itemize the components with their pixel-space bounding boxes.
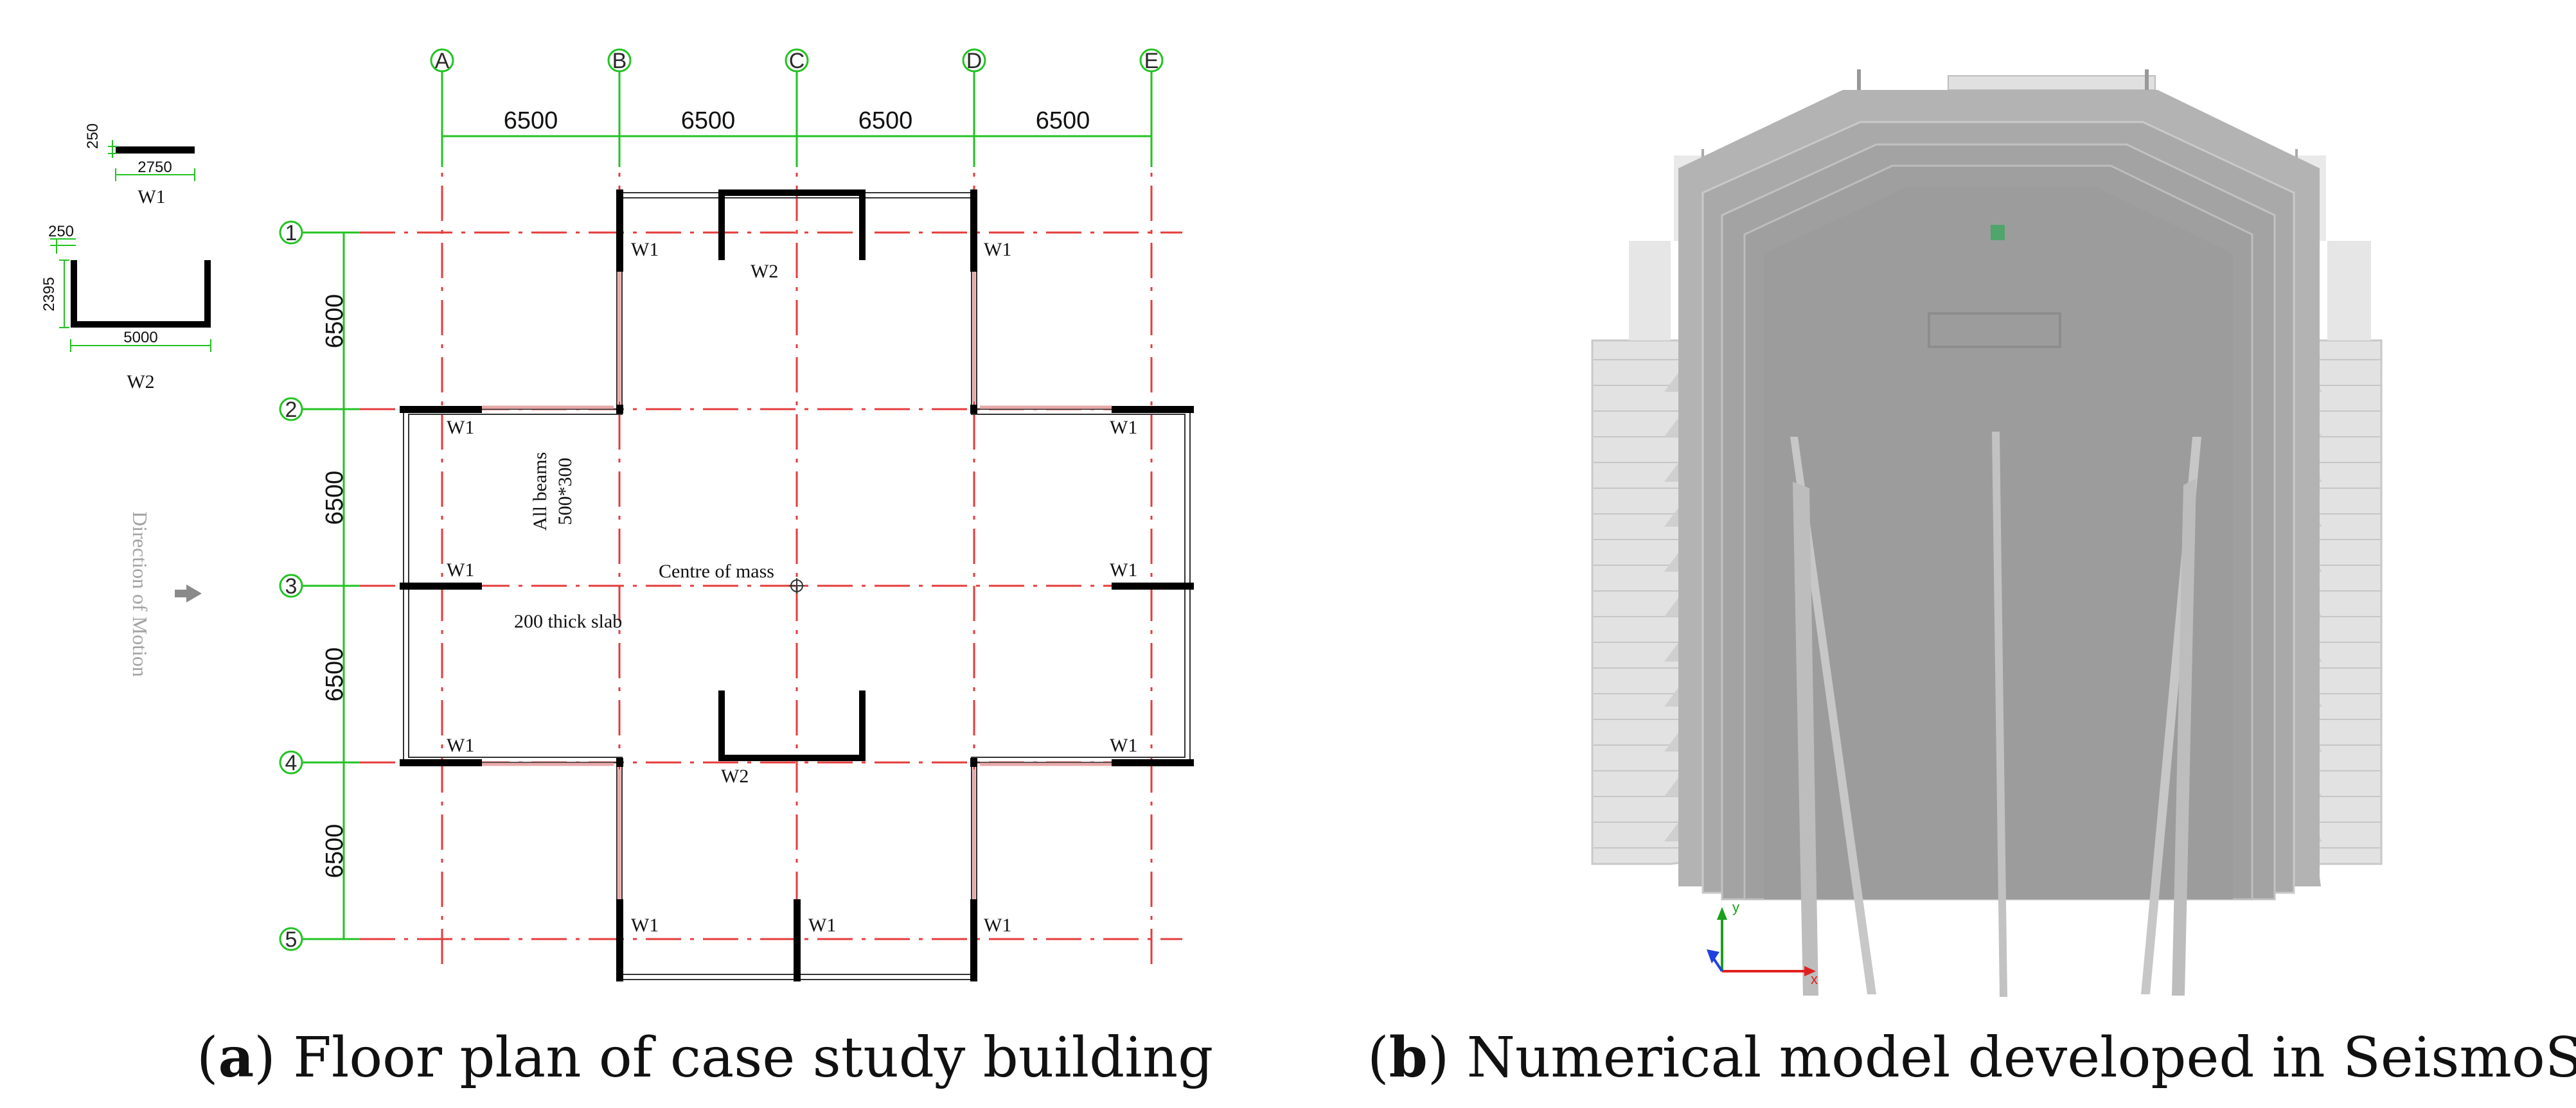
column-bubbles: A B C D E	[430, 48, 1164, 73]
dim-A-B: 6500	[504, 107, 558, 134]
axis-x-label: x	[1811, 971, 1818, 987]
arrow-right-icon	[175, 585, 202, 602]
dim-B-C: 6500	[681, 107, 736, 134]
model-columns	[1790, 432, 2201, 997]
wall-label: W1	[447, 735, 474, 756]
svg-text:D: D	[966, 49, 982, 73]
wall-label: W1	[808, 915, 836, 936]
grid-bubble-A: A	[430, 48, 454, 73]
legend-w2: 250 2395 5000 W2	[40, 223, 211, 392]
legend-w1-thickness: 250	[84, 123, 102, 149]
grid-bubble-3: 3	[279, 574, 303, 599]
model-node-marker	[1991, 225, 2005, 240]
direction-of-motion-label: Direction of Motion	[129, 511, 152, 677]
grid-bubble-D: D	[962, 48, 986, 73]
axis-y-label: y	[1732, 899, 1739, 915]
wall-label: W1	[1110, 417, 1137, 438]
grid-bubble-C: C	[785, 48, 809, 73]
grid-bubble-1: 1	[279, 220, 303, 245]
model-panel: x y	[1591, 69, 2383, 997]
svg-text:B: B	[612, 49, 627, 73]
wall-W2-bottom	[718, 690, 866, 761]
svg-text:A: A	[435, 49, 450, 73]
svg-text:1: 1	[285, 221, 298, 245]
svg-text:3: 3	[285, 574, 298, 599]
wall-W1-E3	[1112, 583, 1194, 590]
grid-bubble-2: 2	[279, 397, 303, 422]
wall-label: W1	[984, 915, 1011, 936]
legend-w2-name: W2	[127, 371, 154, 392]
grid-bubble-E: E	[1139, 48, 1164, 73]
legend-w1-name: W1	[138, 186, 165, 207]
legend-w1-length: 2750	[138, 159, 172, 176]
caption-a: (a) Floor plan of case study building	[197, 1025, 1213, 1090]
grid-bubble-B: B	[607, 48, 632, 73]
wall-W1-A3	[400, 583, 482, 590]
dimension-values: 6500 6500 6500 6500 6500 6500 6500 6500	[321, 107, 1090, 878]
dim-2-3: 6500	[321, 471, 348, 525]
wall-label: W1	[1110, 735, 1137, 756]
wall-W1-A2	[400, 406, 482, 413]
svg-text:2: 2	[285, 398, 298, 422]
slab-label: 200 thick slab	[514, 611, 622, 632]
wall-label: W1	[984, 239, 1011, 260]
wall-W1-C5	[794, 899, 801, 981]
wall-W1-B5	[616, 899, 623, 981]
wall-W1-B1	[616, 189, 623, 272]
floor-plan-panel: A B C D E 1	[40, 48, 1194, 981]
axes-triad-icon: x y	[1707, 899, 1818, 987]
dimension-lines	[302, 72, 1153, 940]
wall-W2-top	[718, 189, 866, 260]
wall-label: W1	[1110, 559, 1137, 581]
legend-w2-thickness: 250	[48, 223, 74, 240]
legend-w1: 250 2750 W1	[84, 123, 195, 207]
wall-W1-E4	[1112, 759, 1194, 766]
beams	[482, 191, 1112, 899]
centre-of-mass-label: Centre of mass	[659, 561, 774, 582]
wall-label: W1	[631, 915, 659, 936]
wall-labels: W1 W1 W2 W1 W1 W1 W1 W1 W1 W2 W1 W1 W1	[447, 239, 1137, 936]
wall-label: W2	[721, 766, 749, 787]
dim-C-D: 6500	[858, 107, 913, 134]
centre-of-mass-icon	[789, 578, 804, 594]
beams-label: All beams	[529, 452, 551, 531]
row-bubbles: 1 2 3 4 5	[279, 220, 303, 952]
wall-W1-A4	[400, 759, 482, 766]
dim-4-5: 6500	[321, 824, 348, 879]
beams-size-label: 500*300	[555, 458, 576, 525]
dim-D-E: 6500	[1036, 107, 1090, 134]
wall-label: W1	[631, 239, 659, 260]
legend-w2-depth: 2395	[40, 277, 58, 311]
shear-walls	[400, 189, 1194, 981]
grid-lines	[360, 128, 1182, 967]
grid-bubble-4: 4	[279, 750, 303, 775]
wall-W1-E2	[1112, 406, 1194, 413]
legend-w2-length: 5000	[123, 329, 157, 346]
svg-text:E: E	[1144, 49, 1159, 73]
svg-text:C: C	[789, 49, 805, 73]
svg-text:4: 4	[285, 751, 298, 775]
wall-label: W1	[447, 559, 474, 581]
grid-bubble-5: 5	[279, 927, 303, 952]
svg-text:5: 5	[285, 928, 298, 952]
wall-label: W1	[447, 417, 474, 438]
wall-label: W2	[751, 261, 778, 282]
wall-W1-D1	[970, 189, 977, 272]
caption-b: (b) Numerical model developed in SeismoS…	[1367, 1025, 2576, 1090]
wall-W1-D5	[970, 899, 977, 981]
dim-1-2: 6500	[321, 294, 348, 349]
dim-3-4: 6500	[321, 647, 348, 702]
